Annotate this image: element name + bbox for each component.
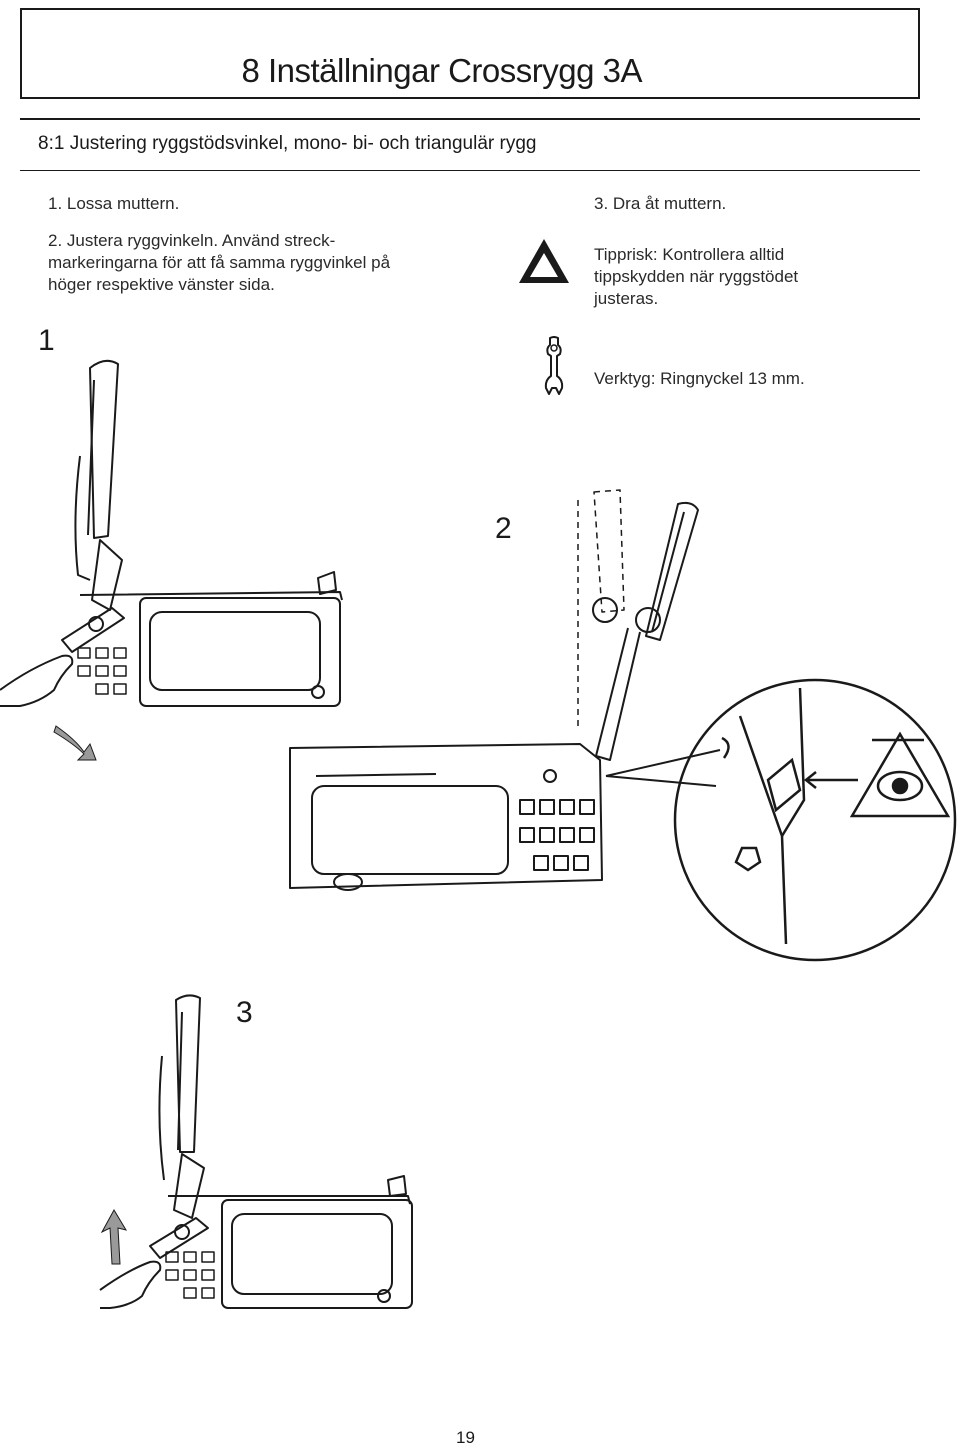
step-2-text: 2. Justera ryggvinkeln. Använd streck-ma… [48, 231, 391, 294]
warning-text: Tipprisk: Kontrollera alltid tippskydden… [594, 245, 799, 308]
step-3-text: 3. Dra åt muttern. [594, 194, 727, 213]
section-top-rule [20, 118, 920, 120]
page-number: 19 [456, 1428, 475, 1447]
figure-3-label: 3 [236, 996, 253, 1029]
eye-icon [849, 731, 951, 818]
wrench-icon [540, 336, 568, 405]
detail-magnifier [673, 678, 957, 962]
page-title: 8 Inställningar Crossrygg 3A [241, 52, 642, 89]
figure-2-label: 2 [495, 512, 512, 545]
section-bottom-rule [20, 170, 920, 171]
section-heading: 8:1 Justering ryggstödsvinkel, mono- bi-… [38, 133, 537, 154]
warning-triangle-icon [516, 236, 572, 291]
title-box: 8 Inställningar Crossrygg 3A [20, 8, 920, 99]
figure-1-label: 1 [38, 324, 55, 357]
tool-text: Verktyg: Ringnyckel 13 mm. [594, 369, 805, 388]
step-1-text: 1. Lossa muttern. [48, 194, 180, 213]
